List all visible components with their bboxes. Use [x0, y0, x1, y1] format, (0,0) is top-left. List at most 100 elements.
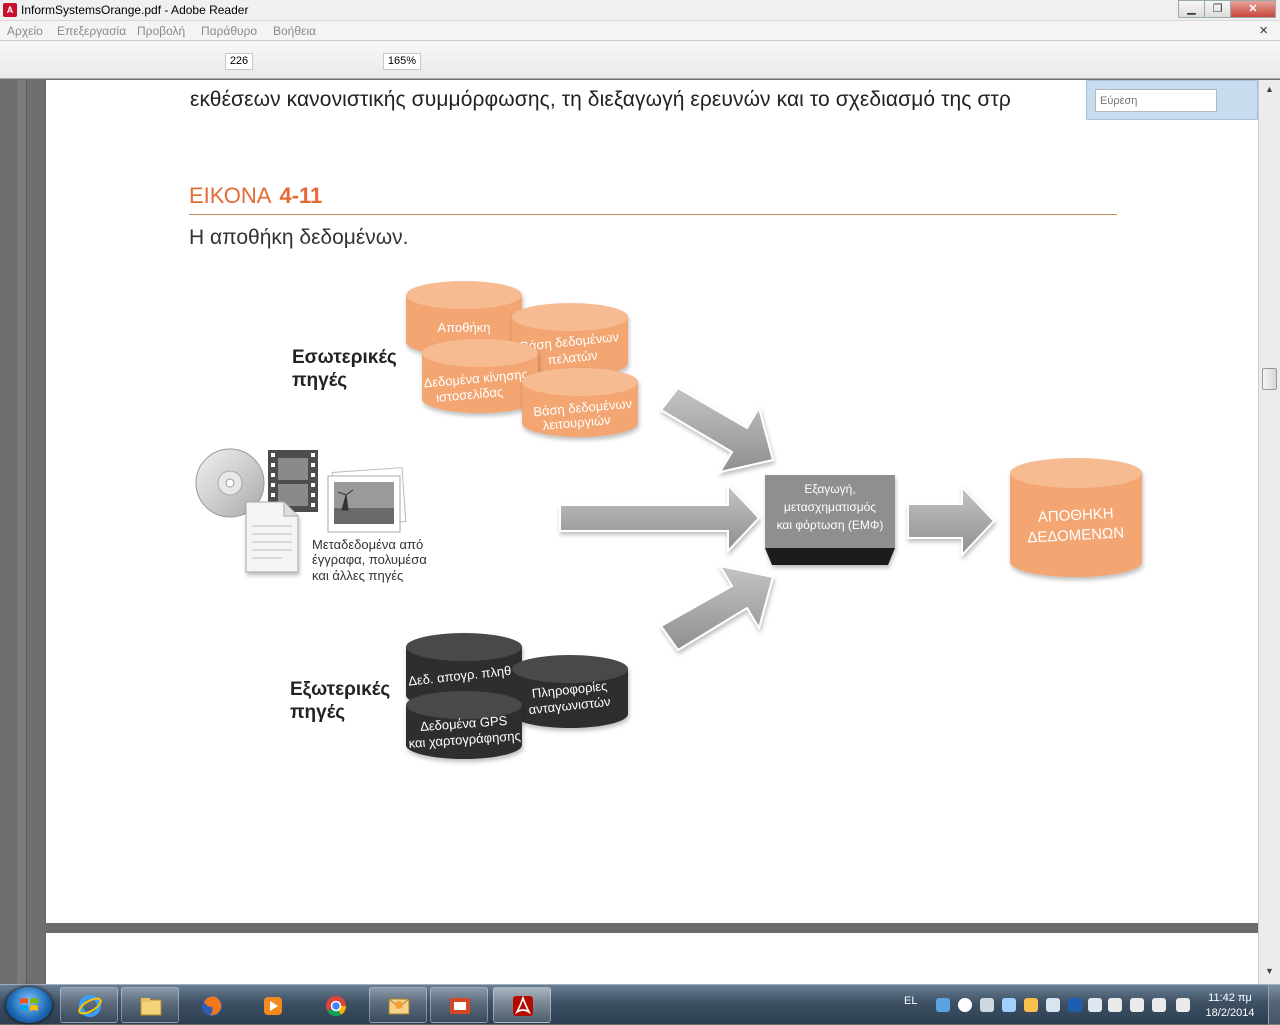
tray-messenger-icon[interactable] [1024, 998, 1038, 1012]
clock-time: 11:42 πμ [1208, 992, 1252, 1004]
tray-speaker-icon[interactable] [1108, 998, 1122, 1012]
window-controls: ▁ ❐ ✕ [1178, 0, 1276, 18]
media-caption: και άλλες πηγές [312, 568, 403, 583]
cd-icon [195, 448, 265, 518]
tray-battery-icon[interactable] [1176, 998, 1190, 1012]
figure-title: ΕΙΚΟΝΑ 4-11 [189, 183, 322, 209]
menu-window[interactable]: Παράθυρο [201, 24, 258, 38]
language-indicator[interactable]: EL [904, 995, 918, 1007]
powerpoint-icon [450, 998, 470, 1014]
figure-number: 4-11 [279, 183, 323, 208]
clock[interactable]: 11:42 πμ 18/2/2014 [1200, 991, 1260, 1021]
media-caption: Μεταδεδομένα από [312, 537, 423, 552]
internet-explorer-icon [78, 995, 102, 1017]
menu-file[interactable]: Αρχείο [7, 24, 43, 38]
page-number-field[interactable]: 226 [225, 53, 253, 70]
tray-dropbox-icon[interactable] [936, 998, 950, 1012]
vertical-scrollbar[interactable]: ▲ ▼ [1258, 80, 1280, 984]
show-desktop-button[interactable] [1268, 985, 1280, 1025]
adobe-reader-icon: A [3, 3, 17, 17]
external-db-gps: Δεδομένα GPS και χαρτογράφησης [406, 691, 522, 759]
etl-label: Εξαγωγή, [804, 482, 855, 496]
figure-label: ΕΙΚΟΝΑ [189, 183, 272, 208]
taskbar-firefox[interactable] [182, 987, 240, 1023]
internal-db-label-line2: ιστοσελίδας [435, 384, 503, 405]
scroll-down-arrow-icon[interactable]: ▼ [1265, 966, 1274, 976]
figure-caption: Η αποθήκη δεδομένων. [189, 226, 409, 249]
chrome-icon [326, 996, 347, 1017]
taskbar-file-explorer[interactable] [121, 987, 179, 1023]
taskbar-internet-explorer[interactable] [60, 987, 118, 1023]
navigation-pane [0, 80, 44, 984]
tray-monitor-icon[interactable] [1002, 998, 1016, 1012]
start-button[interactable] [6, 987, 52, 1023]
navigation-pane-splitter[interactable] [17, 80, 27, 984]
menu-edit[interactable]: Επεξεργασία [57, 24, 127, 38]
scroll-up-arrow-icon[interactable]: ▲ [1265, 84, 1274, 94]
find-panel [1086, 80, 1258, 120]
taskbar-powerpoint[interactable] [430, 987, 488, 1023]
warehouse-label: ΑΠΟΘΗΚΗ [1037, 505, 1114, 526]
data-warehouse-cylinder: ΑΠΟΘΗΚΗ ΔΕΔΟΜΕΝΩΝ [1010, 458, 1142, 577]
scrollbar-thumb[interactable] [1262, 368, 1277, 390]
tray-network-icon[interactable] [980, 998, 994, 1012]
external-db-competitors: Πληροφορίες ανταγωνιστών [512, 655, 628, 728]
maximize-button[interactable]: ❐ [1204, 0, 1231, 18]
taskbar: EL 11:42 πμ 18/2/2014 [0, 984, 1280, 1025]
media-caption: έγγραφα, πολυμέσα [312, 552, 427, 567]
next-document-page [46, 933, 1258, 985]
arrow-internal-to-etl [659, 386, 775, 474]
etl-label: μετασχηματισμός [784, 500, 876, 514]
firefox-icon [202, 996, 222, 1016]
warehouse-label-line2: ΔΕΔΟΜΕΝΩΝ [1027, 524, 1125, 546]
external-db-label: Δεδομένα GPS [420, 713, 508, 734]
clock-date: 18/2/2014 [1205, 1007, 1255, 1019]
data-warehouse-diagram: Εσωτερικές πηγές Εξωτερικές πηγές Αποθήκ… [195, 281, 1142, 759]
internal-db-customers: Βάση δεδομένων πελατών [512, 303, 628, 377]
tray-panda-icon[interactable] [958, 998, 972, 1012]
system-tray: EL 11:42 πμ 18/2/2014 [900, 985, 1280, 1025]
folder-icon [140, 998, 162, 1016]
media-player-icon [264, 997, 282, 1015]
windows-logo-icon [20, 998, 38, 1011]
arrow-media-to-etl [559, 482, 761, 554]
external-sources-label-line2: πηγές [290, 702, 345, 723]
toolbar: 226 165% [0, 41, 1280, 79]
close-document-button[interactable]: × [1259, 22, 1268, 39]
film-strip-icon [268, 450, 318, 512]
menu-view[interactable]: Προβολή [137, 24, 186, 38]
tray-flag-icon[interactable] [1088, 998, 1102, 1012]
tray-volume-icon[interactable] [1152, 998, 1166, 1012]
find-input[interactable] [1095, 89, 1217, 112]
tray-update-icon[interactable] [1068, 998, 1082, 1012]
internal-db-operations: Βάση δεδομένων λειτουργιών [522, 368, 638, 437]
internal-sources-label-line2: πηγές [292, 370, 347, 391]
outlook-icon [388, 998, 410, 1015]
tray-sync-icon[interactable] [1046, 998, 1060, 1012]
body-text-line: εκθέσεων κανονιστικής συμμόρφωσης, τη δι… [190, 88, 1011, 111]
etl-label: και φόρτωση (ΕΜΦ) [777, 518, 884, 532]
internal-sources-label: Εσωτερικές [292, 347, 397, 368]
etl-process-box: Εξαγωγή, μετασχηματισμός και φόρτωση (ΕΜ… [765, 475, 895, 565]
internal-db-label-line2: πελατών [547, 347, 598, 367]
arrow-etl-to-warehouse [907, 484, 996, 558]
menu-bar: Αρχείο Επεξεργασία Προβολή Παράθυρο Βοήθ… [0, 21, 1280, 41]
photo-icon [327, 467, 407, 533]
document-icon [245, 501, 299, 573]
taskbar-chrome[interactable] [306, 987, 364, 1023]
taskbar-adobe-reader[interactable] [493, 987, 551, 1023]
taskbar-media-player[interactable] [243, 987, 301, 1023]
zoom-field[interactable]: 165% [383, 53, 421, 70]
tray-display-icon[interactable] [1130, 998, 1144, 1012]
menu-help[interactable]: Βοήθεια [273, 24, 316, 38]
minimize-button[interactable]: ▁ [1178, 0, 1205, 18]
adobe-reader-icon [513, 995, 533, 1016]
arrow-external-to-etl [659, 564, 775, 652]
external-sources-label: Εξωτερικές [290, 679, 390, 700]
document-page: εκθέσεων κανονιστικής συμμόρφωσης, τη δι… [46, 80, 1258, 923]
internal-db-label-line2: λειτουργιών [542, 412, 611, 433]
close-button[interactable]: ✕ [1230, 0, 1276, 18]
internal-db-web-traffic: Δεδομένα κίνησης ιστοσελίδας [422, 339, 538, 413]
window-title: InformSystemsOrange.pdf - Adobe Reader [21, 3, 249, 17]
taskbar-outlook[interactable] [369, 987, 427, 1023]
